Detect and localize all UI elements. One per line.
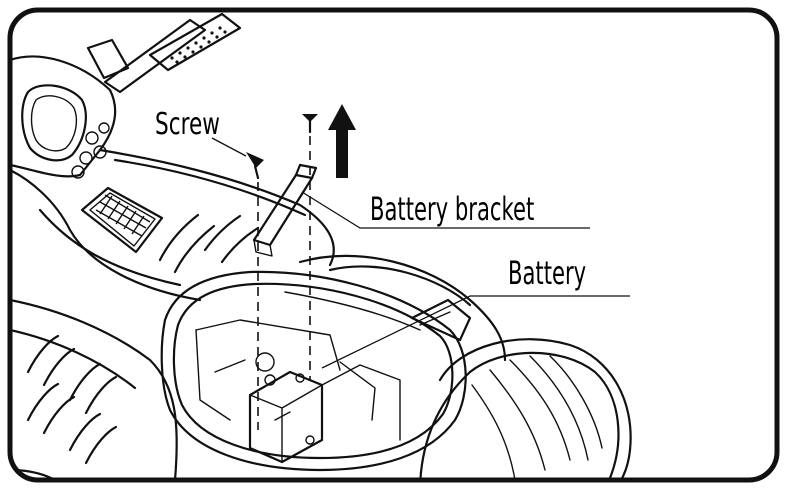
- side-vents: [26, 334, 118, 465]
- rear-fender: [298, 254, 507, 362]
- dashboard: [10, 55, 117, 179]
- battery-bracket: [252, 163, 318, 257]
- battery-block: [248, 370, 324, 464]
- dashboard-buttons: [71, 122, 110, 179]
- label-battery-bracket: Battery bracket: [370, 192, 534, 229]
- battery-compartment: [160, 270, 467, 472]
- screw-left: [246, 152, 264, 180]
- label-battery: Battery: [508, 256, 586, 293]
- wheel-tread: [471, 355, 603, 480]
- leader-lines: [211, 137, 630, 369]
- rear-wheel: [418, 338, 632, 480]
- arrow-up-icon: [328, 104, 356, 178]
- screw-right: [302, 114, 318, 134]
- vehicle-illustration: [10, 12, 632, 480]
- alignment-lines: [257, 136, 311, 430]
- handlebar-grip-texture: [170, 26, 227, 64]
- body-ribs: [158, 213, 260, 274]
- handlebar: [86, 12, 242, 94]
- seat-rail: [284, 291, 421, 331]
- pedal: [80, 186, 164, 254]
- label-screw: Screw: [155, 108, 220, 142]
- side-body: [10, 298, 178, 480]
- diagram-frame: [7, 7, 780, 483]
- front-body: [10, 148, 335, 302]
